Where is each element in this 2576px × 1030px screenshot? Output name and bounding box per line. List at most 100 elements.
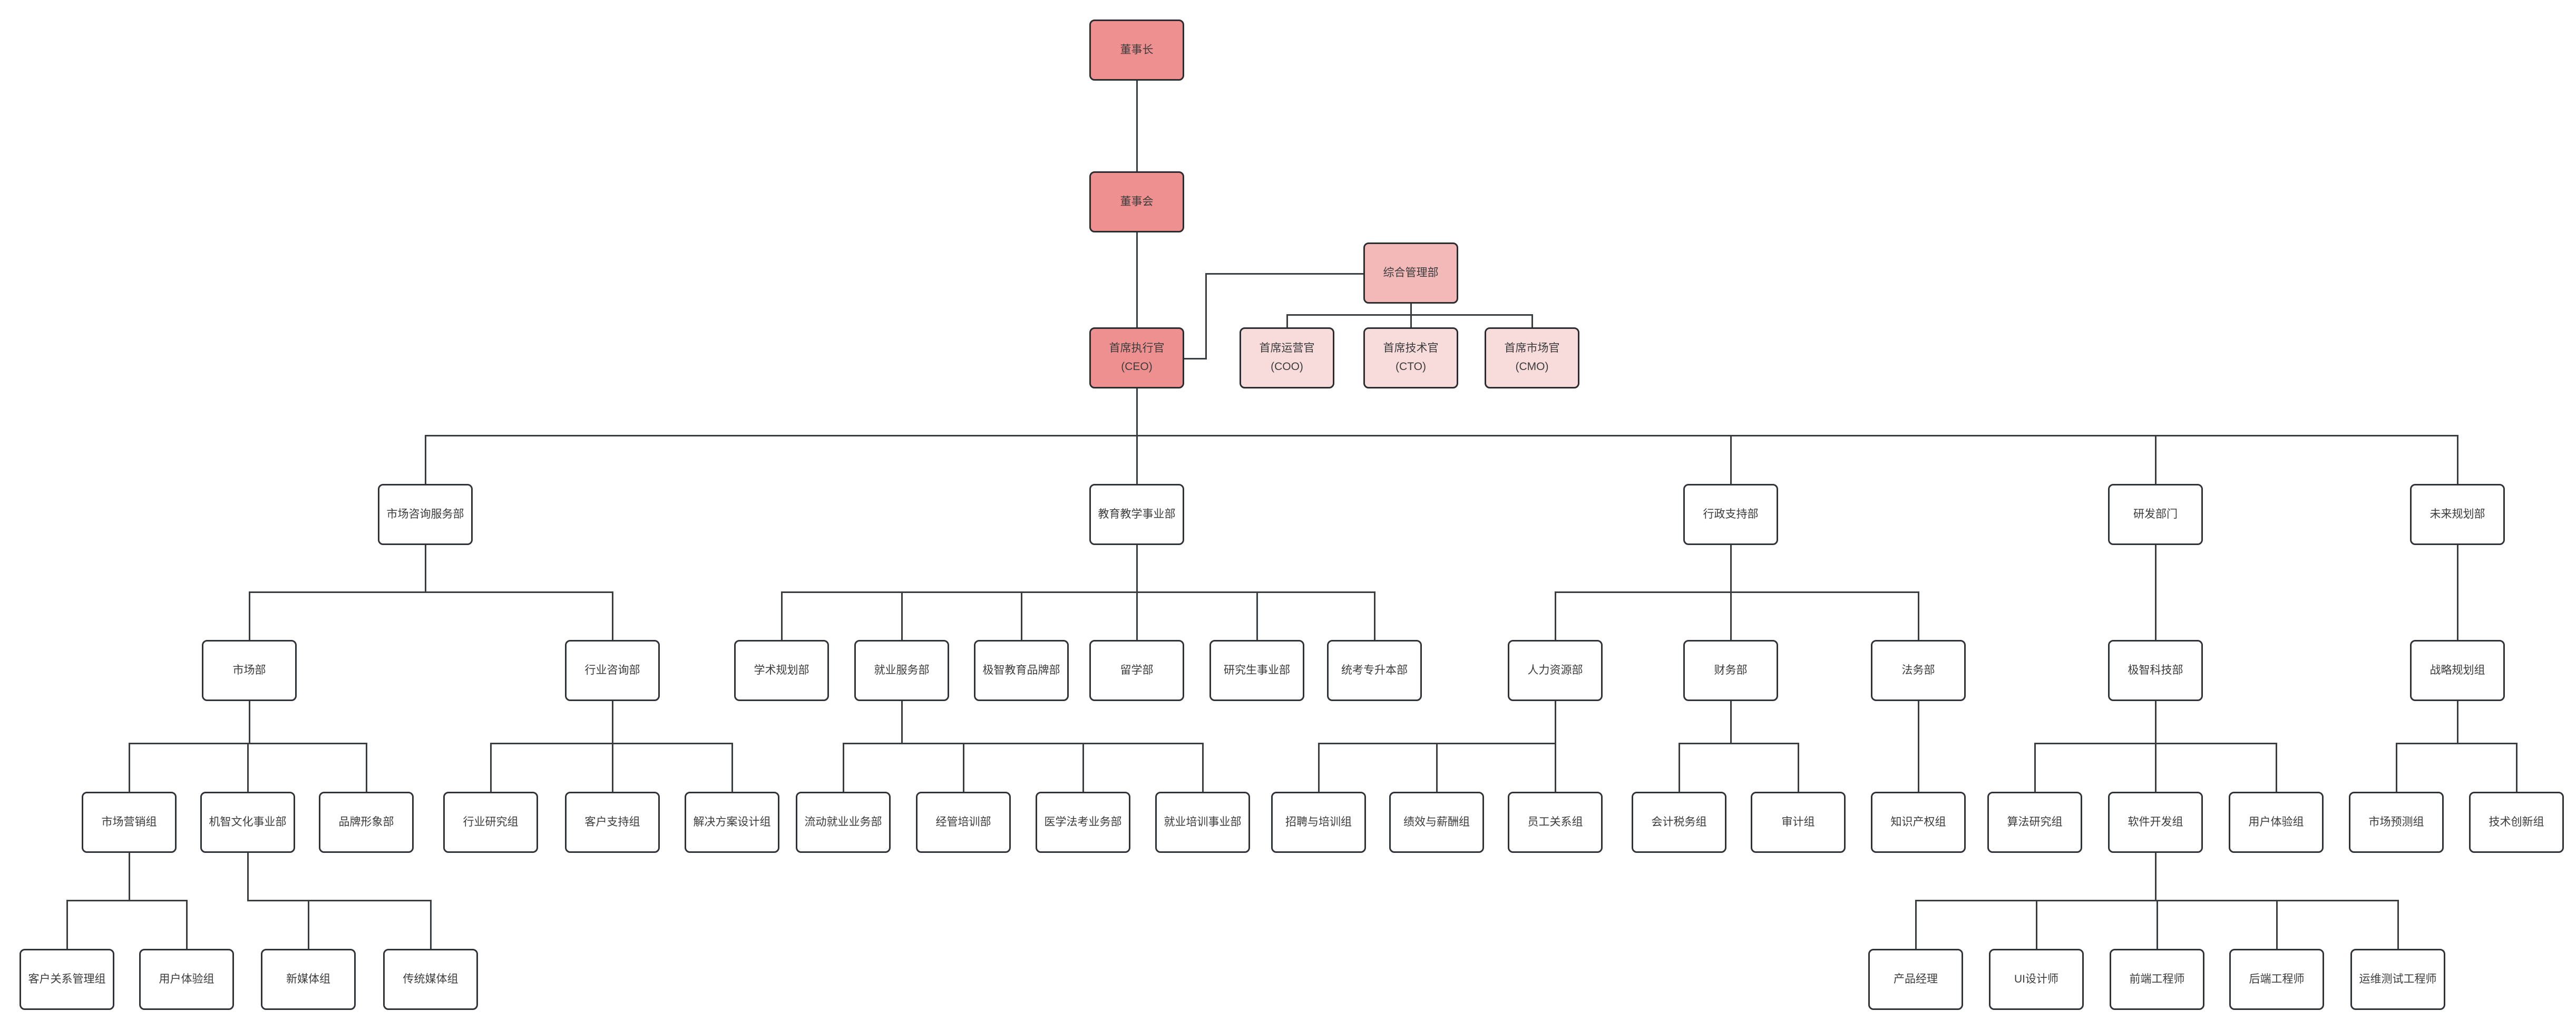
org-node-finance[interactable]: 财务部 bbox=[1683, 640, 1778, 701]
org-node-label: 产品经理 bbox=[1894, 973, 1938, 985]
connector-line bbox=[2035, 900, 2037, 949]
org-node-new_media[interactable]: 新媒体组 bbox=[261, 949, 356, 1010]
org-node-recruit_train[interactable]: 招聘与培训组 bbox=[1271, 792, 1366, 853]
org-node-software_dev[interactable]: 软件开发组 bbox=[2108, 792, 2203, 853]
org-node-legal[interactable]: 法务部 bbox=[1871, 640, 1966, 701]
org-node-algo_research[interactable]: 算法研究组 bbox=[1987, 792, 2082, 853]
org-node-cto[interactable]: 首席技术官(CTO) bbox=[1363, 327, 1458, 388]
org-node-perf_comp[interactable]: 绩效与薪酬组 bbox=[1389, 792, 1484, 853]
org-node-jizhi_tech[interactable]: 极智科技部 bbox=[2108, 640, 2203, 701]
org-node-label: 用户体验组 bbox=[2248, 815, 2304, 828]
org-node-cmo[interactable]: 首席市场官(CMO) bbox=[1485, 327, 1579, 388]
org-node-product_mgr[interactable]: 产品经理 bbox=[1868, 949, 1963, 1010]
org-node-employee_rel[interactable]: 员工关系组 bbox=[1508, 792, 1603, 853]
org-node-academic_plan[interactable]: 学术规划部 bbox=[734, 640, 829, 701]
org-node-solution_design[interactable]: 解决方案设计组 bbox=[685, 792, 779, 853]
org-node-ux_group_mkt[interactable]: 用户体验组 bbox=[139, 949, 234, 1010]
org-node-label: 会计税务组 bbox=[1651, 815, 1707, 828]
org-node-label: 董事会 bbox=[1120, 195, 1154, 208]
connector-line bbox=[1730, 545, 1732, 592]
connector-line bbox=[1410, 315, 1412, 327]
org-node-tech_innovation[interactable]: 技术创新组 bbox=[2469, 792, 2564, 853]
org-node-mkt_marketing[interactable]: 市场营销组 bbox=[82, 792, 177, 853]
org-node-brand_image[interactable]: 品牌形象部 bbox=[319, 792, 414, 853]
connector-line bbox=[490, 742, 733, 744]
org-node-admin_support[interactable]: 行政支持部 bbox=[1683, 484, 1778, 545]
connector-line bbox=[1531, 315, 1533, 327]
org-node-sublabel: (CEO) bbox=[1121, 361, 1153, 373]
org-node-edu_teach[interactable]: 教育教学事业部 bbox=[1089, 484, 1184, 545]
org-node-industry_consult[interactable]: 行业咨询部 bbox=[565, 640, 660, 701]
connector-line bbox=[1286, 314, 1533, 316]
org-node-label: 用户体验组 bbox=[159, 973, 214, 985]
org-node-ceo[interactable]: 首席执行官(CEO) bbox=[1089, 327, 1184, 388]
org-node-ux_group_tech[interactable]: 用户体验组 bbox=[2229, 792, 2324, 853]
org-node-hr[interactable]: 人力资源部 bbox=[1508, 640, 1603, 701]
org-node-rnd[interactable]: 研发部门 bbox=[2108, 484, 2203, 545]
org-node-tongkao[interactable]: 统考专升本部 bbox=[1327, 640, 1422, 701]
org-node-crm_group[interactable]: 客户关系管理组 bbox=[19, 949, 114, 1010]
org-node-fe_eng[interactable]: 前端工程师 bbox=[2110, 949, 2204, 1010]
org-node-mkt_consult[interactable]: 市场咨询服务部 bbox=[378, 484, 473, 545]
connector-line bbox=[1136, 232, 1138, 327]
org-node-market_dept[interactable]: 市场部 bbox=[202, 640, 297, 701]
connector-line bbox=[1554, 701, 1556, 743]
org-node-study_abroad[interactable]: 留学部 bbox=[1089, 640, 1184, 701]
org-node-medical_law[interactable]: 医学法考业务部 bbox=[1036, 792, 1130, 853]
org-node-be_eng[interactable]: 后端工程师 bbox=[2229, 949, 2324, 1010]
connector-line bbox=[247, 743, 249, 792]
connector-line bbox=[842, 742, 1204, 744]
org-node-future_plan[interactable]: 未来规划部 bbox=[2410, 484, 2505, 545]
org-node-audit[interactable]: 审计组 bbox=[1751, 792, 1846, 853]
org-node-label: 极智教育品牌部 bbox=[982, 664, 1060, 676]
org-node-chairman[interactable]: 董事长 bbox=[1089, 20, 1184, 81]
connector-line bbox=[611, 592, 613, 640]
org-node-label: 市场咨询服务部 bbox=[386, 508, 464, 520]
org-node-general_mgmt[interactable]: 综合管理部 bbox=[1363, 242, 1458, 304]
org-node-jizhi_culture[interactable]: 机智文化事业部 bbox=[200, 792, 295, 853]
org-node-ip_group[interactable]: 知识产权组 bbox=[1871, 792, 1966, 853]
org-node-ops_test_eng[interactable]: 运维测试工程师 bbox=[2350, 949, 2445, 1010]
org-node-customer_support[interactable]: 客户支持组 bbox=[565, 792, 660, 853]
connector-line bbox=[424, 434, 2458, 436]
org-node-graduate_biz[interactable]: 研究生事业部 bbox=[1209, 640, 1304, 701]
connector-line bbox=[1136, 388, 1138, 435]
connector-line bbox=[611, 701, 613, 743]
connector-line bbox=[248, 701, 250, 743]
org-node-trad_media[interactable]: 传统媒体组 bbox=[383, 949, 478, 1010]
org-node-label: 市场预测组 bbox=[2368, 815, 2424, 828]
org-node-label: UI设计师 bbox=[2014, 973, 2058, 985]
org-node-strategy_plan[interactable]: 战略规划组 bbox=[2410, 640, 2505, 701]
org-node-label: 教育教学事业部 bbox=[1098, 508, 1176, 520]
org-node-market_forecast[interactable]: 市场预测组 bbox=[2349, 792, 2444, 853]
org-node-mgmt_training[interactable]: 经管培训部 bbox=[916, 792, 1011, 853]
connector-line bbox=[2395, 743, 2397, 792]
org-node-jizhi_edu_brand[interactable]: 极智教育品牌部 bbox=[974, 640, 1069, 701]
org-node-label: 经管培训部 bbox=[935, 815, 991, 828]
org-node-label: 品牌形象部 bbox=[338, 815, 394, 828]
org-node-employment_svc[interactable]: 就业服务部 bbox=[854, 640, 949, 701]
connector-line bbox=[842, 743, 844, 792]
org-node-mobile_employment[interactable]: 流动就业业务部 bbox=[796, 792, 891, 853]
connector-line bbox=[1678, 743, 1680, 792]
connector-line bbox=[901, 592, 903, 640]
connector-line bbox=[1554, 592, 1556, 640]
connector-line bbox=[1136, 545, 1138, 592]
org-node-ui_designer[interactable]: UI设计师 bbox=[1989, 949, 2084, 1010]
connector-line bbox=[1286, 315, 1288, 327]
connector-line bbox=[1797, 743, 1799, 792]
org-node-board[interactable]: 董事会 bbox=[1089, 171, 1184, 232]
org-node-employment_training[interactable]: 就业培训事业部 bbox=[1155, 792, 1250, 853]
org-node-coo[interactable]: 首席运营官(COO) bbox=[1240, 327, 1334, 388]
org-node-industry_research[interactable]: 行业研究组 bbox=[443, 792, 538, 853]
org-node-sublabel: (CTO) bbox=[1396, 361, 1426, 373]
org-node-accounting_tax[interactable]: 会计税务组 bbox=[1632, 792, 1726, 853]
org-node-label: 学术规划部 bbox=[754, 664, 809, 676]
connector-line bbox=[2154, 545, 2157, 640]
org-node-label: 战略规划组 bbox=[2429, 664, 2485, 676]
connector-line bbox=[424, 545, 426, 592]
org-node-label: 传统媒体组 bbox=[403, 973, 458, 985]
org-node-label: 招聘与培训组 bbox=[1285, 815, 1352, 828]
connector-line bbox=[424, 435, 426, 484]
